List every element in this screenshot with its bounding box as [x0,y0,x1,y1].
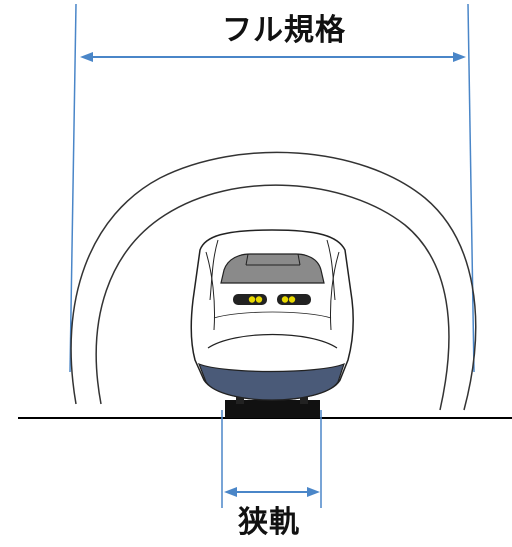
full-gauge-right-guide [467,3,475,373]
tunnel-outline [70,151,477,411]
train-windshield [220,253,325,284]
narrow-gauge-dimension-arrow [224,487,320,497]
train-skirt [197,362,345,401]
left-headlight [233,294,267,305]
full-gauge-label: フル規格 [222,13,346,48]
right-headlight [277,294,311,305]
full-gauge-left-guide [69,3,77,373]
narrow-gauge-label: 狭軌 [238,505,300,540]
full-gauge-dimension-arrow [80,52,466,62]
train-bogie [225,400,320,418]
shinkansen-train [190,229,354,418]
